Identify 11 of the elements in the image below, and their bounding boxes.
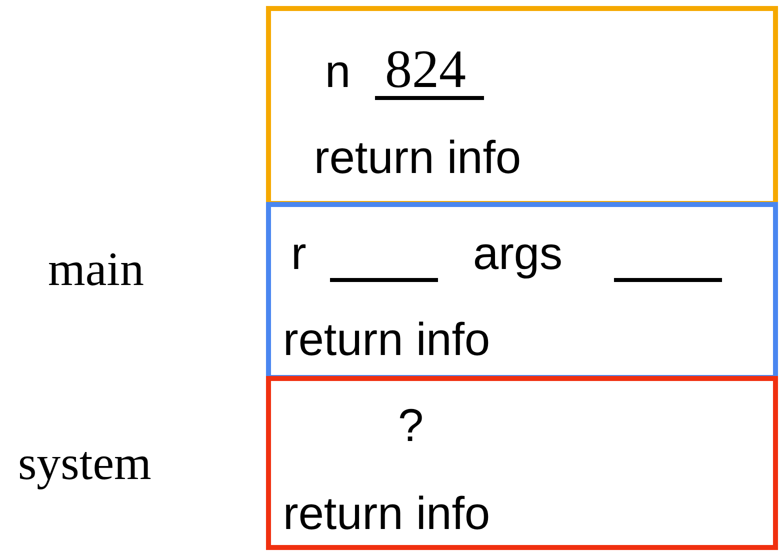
return-info-label: return info bbox=[314, 134, 522, 180]
variable-name: args bbox=[473, 230, 562, 276]
variable-name: r bbox=[291, 230, 306, 276]
variable-name: n bbox=[325, 48, 351, 94]
unknown-mark: ? bbox=[398, 402, 424, 448]
function-name-label: main bbox=[48, 246, 144, 294]
return-info-label: return info bbox=[283, 490, 490, 536]
value-text: 824 bbox=[385, 42, 466, 96]
stack-frame-box bbox=[266, 376, 778, 550]
return-info-label: return info bbox=[283, 316, 490, 362]
function-name-label: system bbox=[18, 440, 152, 488]
